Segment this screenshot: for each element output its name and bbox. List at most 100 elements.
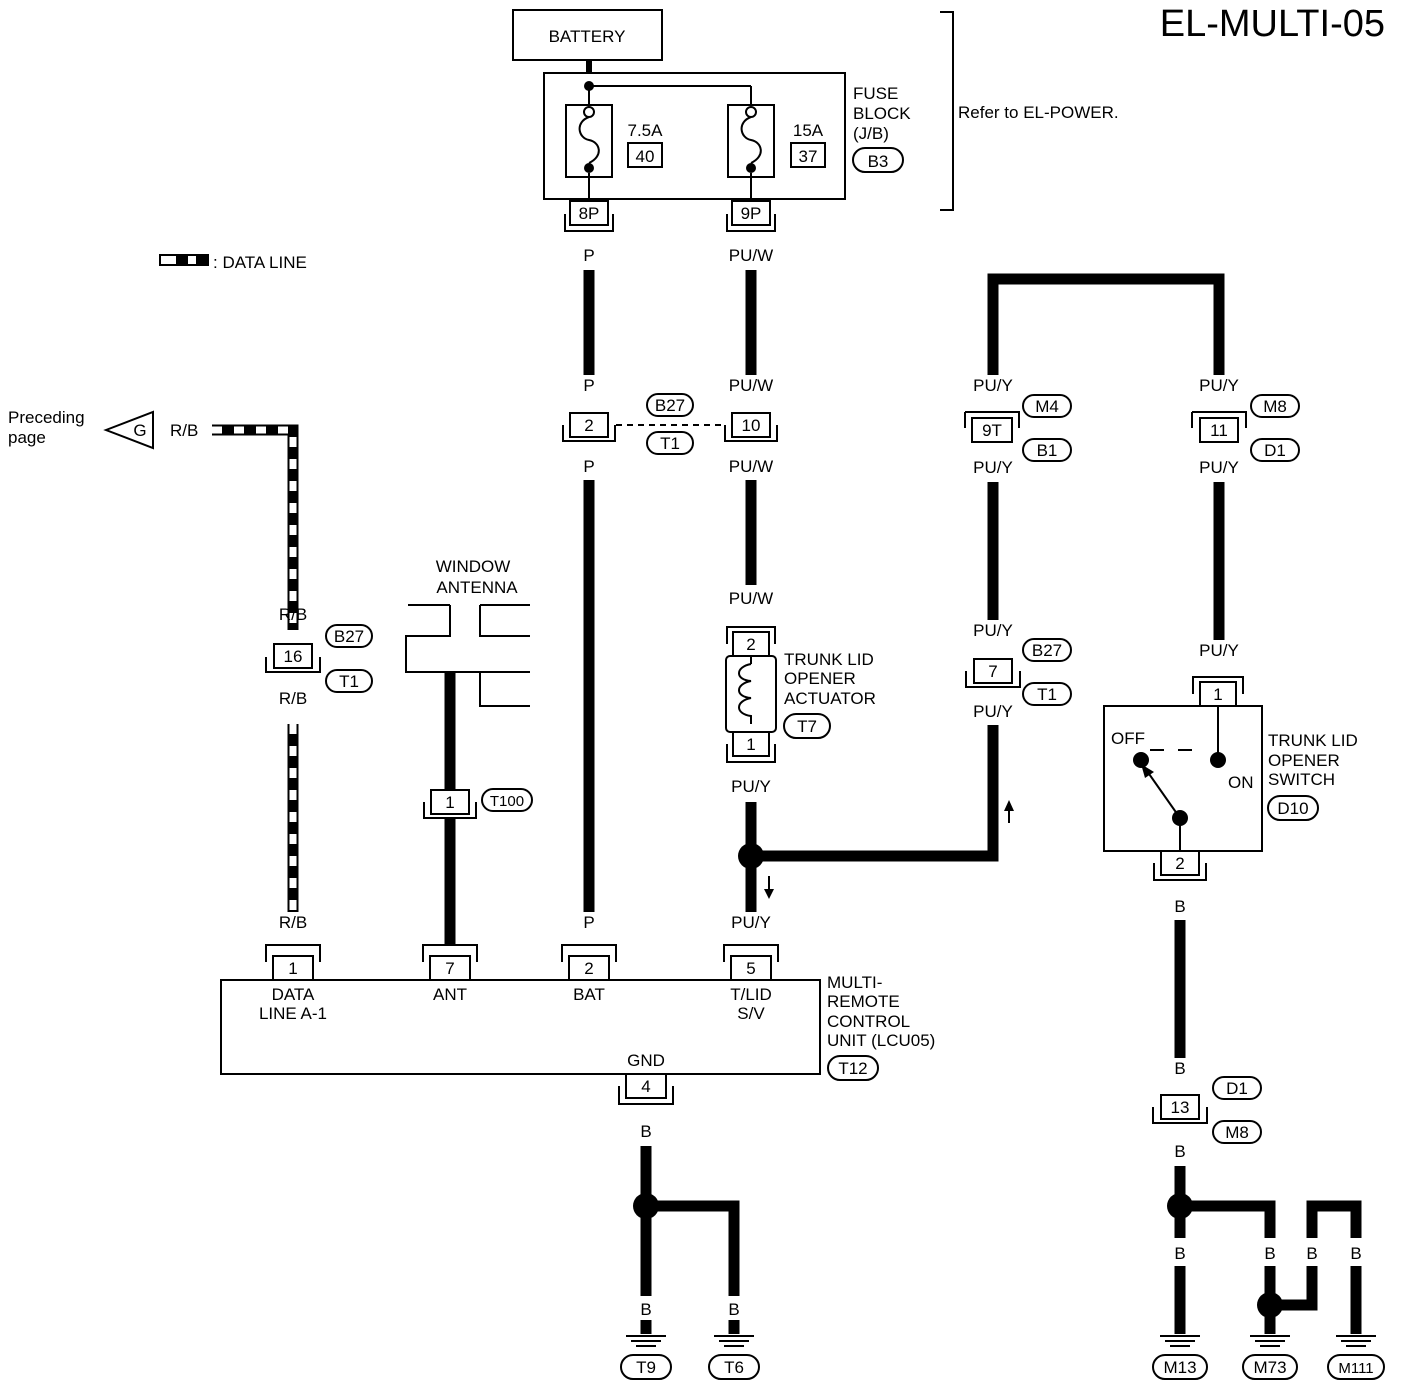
fuse-37: 15A 37: [727, 104, 826, 199]
svg-text:2: 2: [1175, 854, 1184, 873]
window-antenna: WINDOW ANTENNA: [405, 557, 530, 707]
svg-text:T6: T6: [724, 1358, 744, 1377]
fuse-block-label: (J/B): [853, 124, 889, 143]
wire-color: R/B: [279, 913, 307, 932]
wire-color: R/B: [170, 421, 198, 440]
svg-text:T12: T12: [838, 1059, 867, 1078]
fuse-number: 37: [799, 147, 818, 166]
battery: BATTERY: [512, 9, 663, 61]
svg-text:B27: B27: [334, 627, 364, 646]
fuse-number: 40: [636, 147, 655, 166]
wire-color: PU/Y: [973, 376, 1013, 395]
refer-note: Refer to EL-POWER.: [958, 103, 1119, 122]
svg-text:UNIT (LCU05): UNIT (LCU05): [827, 1031, 935, 1050]
page-title: EL-MULTI-05: [1160, 3, 1385, 45]
connector-b27-7: 7 B27 T1: [965, 638, 1072, 706]
arrow-down-icon: [764, 876, 774, 899]
svg-text:2: 2: [584, 416, 593, 435]
svg-text:7: 7: [445, 959, 454, 978]
trunk-lid-opener-switch: 1 OFF ON TRUNK LID OPENER SWITCH D10 2: [1103, 676, 1358, 881]
wire-color: PU/Y: [1199, 458, 1239, 477]
connector-d1-13: 13 D1 M8: [1152, 1076, 1262, 1144]
connector-code: B27: [655, 396, 685, 415]
svg-text:T1: T1: [1037, 685, 1057, 704]
svg-text:ANT: ANT: [433, 985, 467, 1004]
svg-text:1: 1: [746, 735, 755, 754]
svg-text:2: 2: [746, 635, 755, 654]
battery-label: BATTERY: [549, 27, 626, 46]
wire-color: B: [640, 1300, 651, 1319]
wire-color: PU/W: [729, 457, 773, 476]
wire-color: PU/Y: [731, 777, 771, 796]
preceding-page-connector: Preceding page G R/B: [8, 408, 198, 450]
svg-text:2: 2: [584, 959, 593, 978]
fuse-rating: 15A: [793, 121, 824, 140]
svg-text:16: 16: [284, 647, 303, 666]
svg-text:13: 13: [1171, 1098, 1190, 1117]
svg-text:page: page: [8, 428, 46, 447]
wire-color: B: [1306, 1244, 1317, 1263]
trunk-lid-opener-actuator: 2 1 TRUNK LID OPENER ACTUATOR T7: [725, 626, 876, 763]
wire-color: PU/Y: [1199, 376, 1239, 395]
svg-text:OPENER: OPENER: [784, 669, 856, 688]
svg-text:1: 1: [1213, 685, 1222, 704]
wire-color: B: [1350, 1244, 1361, 1263]
fuse-block-label: FUSE: [853, 84, 898, 103]
fuse-block: 7.5A 40 15A 37 FUSE BLOCK (J/B) B3: [543, 72, 911, 200]
connector-code: T1: [660, 434, 680, 453]
svg-text:OPENER: OPENER: [1268, 751, 1340, 770]
svg-text:M111: M111: [1338, 1360, 1373, 1377]
svg-text:REMOTE: REMOTE: [827, 992, 900, 1011]
svg-text:GND: GND: [627, 1051, 665, 1070]
data-line-legend: : DATA LINE: [159, 253, 307, 272]
svg-text:1: 1: [288, 959, 297, 978]
svg-text:11: 11: [1210, 421, 1228, 440]
connector-m8-11: 11 M8 D1: [1191, 394, 1300, 462]
wire-color: B: [1174, 897, 1185, 916]
wire-color: P: [583, 246, 594, 265]
svg-text:TRUNK LID: TRUNK LID: [784, 650, 874, 669]
svg-text:D1: D1: [1264, 441, 1286, 460]
wire-color: P: [583, 913, 594, 932]
svg-text:BAT: BAT: [573, 985, 605, 1004]
arrow-up-icon: [1004, 800, 1014, 823]
svg-text:CONTROL: CONTROL: [827, 1012, 910, 1031]
connector-b27-2: 2: [562, 412, 616, 442]
wire-color: R/B: [279, 605, 307, 624]
legend-text: : DATA LINE: [213, 253, 307, 272]
fuse-40: 7.5A 40: [565, 104, 664, 199]
connector-b27-10: 10: [724, 412, 778, 442]
svg-text:T100: T100: [490, 793, 524, 810]
svg-text:B1: B1: [1037, 441, 1058, 460]
wire-color: PU/W: [729, 376, 773, 395]
svg-text:M73: M73: [1253, 1358, 1286, 1377]
svg-text:WINDOW: WINDOW: [436, 557, 511, 576]
wire-color: PU/Y: [731, 913, 771, 932]
svg-text:M13: M13: [1163, 1358, 1196, 1377]
svg-text:ACTUATOR: ACTUATOR: [784, 689, 876, 708]
connector-t100: 1 T100: [423, 788, 533, 819]
svg-text:M8: M8: [1263, 397, 1287, 416]
ground-t9: T9: [620, 1335, 672, 1380]
svg-text:ANTENNA: ANTENNA: [436, 578, 518, 597]
ground-m13: M13: [1152, 1335, 1208, 1380]
svg-text:S/V: S/V: [737, 1004, 765, 1023]
fuse-rating: 7.5A: [628, 121, 664, 140]
svg-text:T7: T7: [797, 717, 817, 736]
svg-text:8P: 8P: [579, 204, 600, 223]
terminal-9p: 9P: [726, 200, 776, 232]
svg-text:10: 10: [742, 416, 761, 435]
switch-off-label: OFF: [1111, 729, 1145, 748]
svg-text:Preceding: Preceding: [8, 408, 85, 427]
multi-remote-control-unit: 1 DATA LINE A-1 7 ANT 2 BAT 5 T/LID S/V …: [220, 944, 935, 1105]
svg-text:TRUNK LID: TRUNK LID: [1268, 731, 1358, 750]
wire-color: PU/Y: [973, 458, 1013, 477]
connector-b27-16: 16 B27 T1: [265, 624, 373, 693]
svg-text:B27: B27: [1032, 641, 1062, 660]
svg-text:G: G: [133, 421, 146, 440]
svg-text:9P: 9P: [741, 204, 762, 223]
wire-color: P: [583, 376, 594, 395]
svg-text:LINE A-1: LINE A-1: [259, 1004, 327, 1023]
wire-color: R/B: [279, 689, 307, 708]
